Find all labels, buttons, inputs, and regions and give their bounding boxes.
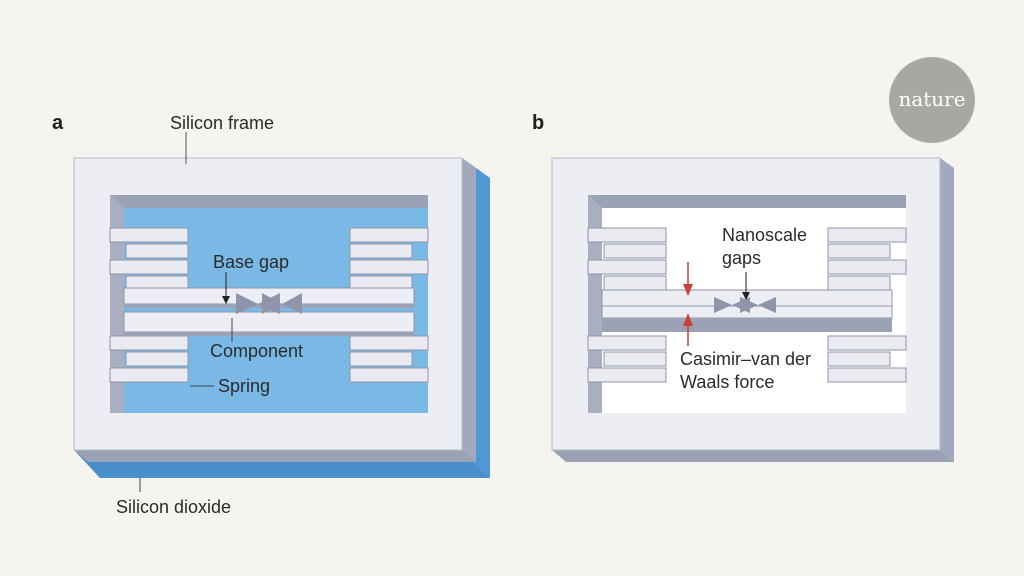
panel-a-letter: a (52, 112, 64, 134)
label-force-line1: Casimir–van der (680, 349, 811, 369)
spring-right-top (349, 227, 429, 291)
label-component: Component (210, 341, 303, 361)
force-arrow-up-head (683, 313, 693, 326)
label-nanoscale-line2: gaps (722, 248, 761, 268)
spring-left-bottom (109, 335, 189, 383)
panel-b: b (532, 112, 954, 462)
logo-text: nature (898, 87, 965, 111)
component-beam (123, 311, 415, 333)
silicon-frame-bottom-side (74, 450, 476, 462)
label-base-gap: Base gap (213, 252, 289, 272)
panel-b-letter: b (532, 112, 544, 134)
nanoscale-arrowhead (742, 292, 750, 300)
cavity-b-top-wall (588, 195, 906, 208)
frame-b-right-side (940, 158, 954, 462)
spring-left-top (109, 227, 189, 291)
spring-b-right-bottom (827, 335, 907, 383)
nanoscale-bowties (714, 297, 776, 313)
spring-b-left-bottom (587, 335, 667, 383)
spring-b-left-top (587, 227, 667, 291)
label-silicon-frame: Silicon frame (170, 113, 274, 133)
label-force-line2: Waals force (680, 372, 774, 392)
spring-b-right-top (827, 227, 907, 291)
frame-b-bottom-side (552, 450, 954, 462)
label-nanoscale-line1: Nanoscale (722, 225, 807, 245)
cavity-left-wall (110, 195, 124, 413)
cavity-b-left-wall (588, 195, 602, 413)
force-arrow-down-head (683, 284, 693, 296)
label-spring: Spring (218, 376, 270, 396)
label-silicon-dioxide: Silicon dioxide (116, 497, 231, 517)
logo-circle (889, 57, 975, 143)
silicon-frame-right-side (462, 158, 476, 462)
base-gap-arrowhead (222, 296, 230, 304)
spring-right-bottom (349, 335, 429, 383)
component-beam-side (124, 332, 414, 336)
nature-logo: nature (889, 57, 975, 143)
cavity-top-wall (110, 195, 428, 208)
panel-a: a (52, 112, 490, 517)
base-gap-bowties (236, 293, 302, 314)
component-beam-b-side (602, 318, 892, 332)
